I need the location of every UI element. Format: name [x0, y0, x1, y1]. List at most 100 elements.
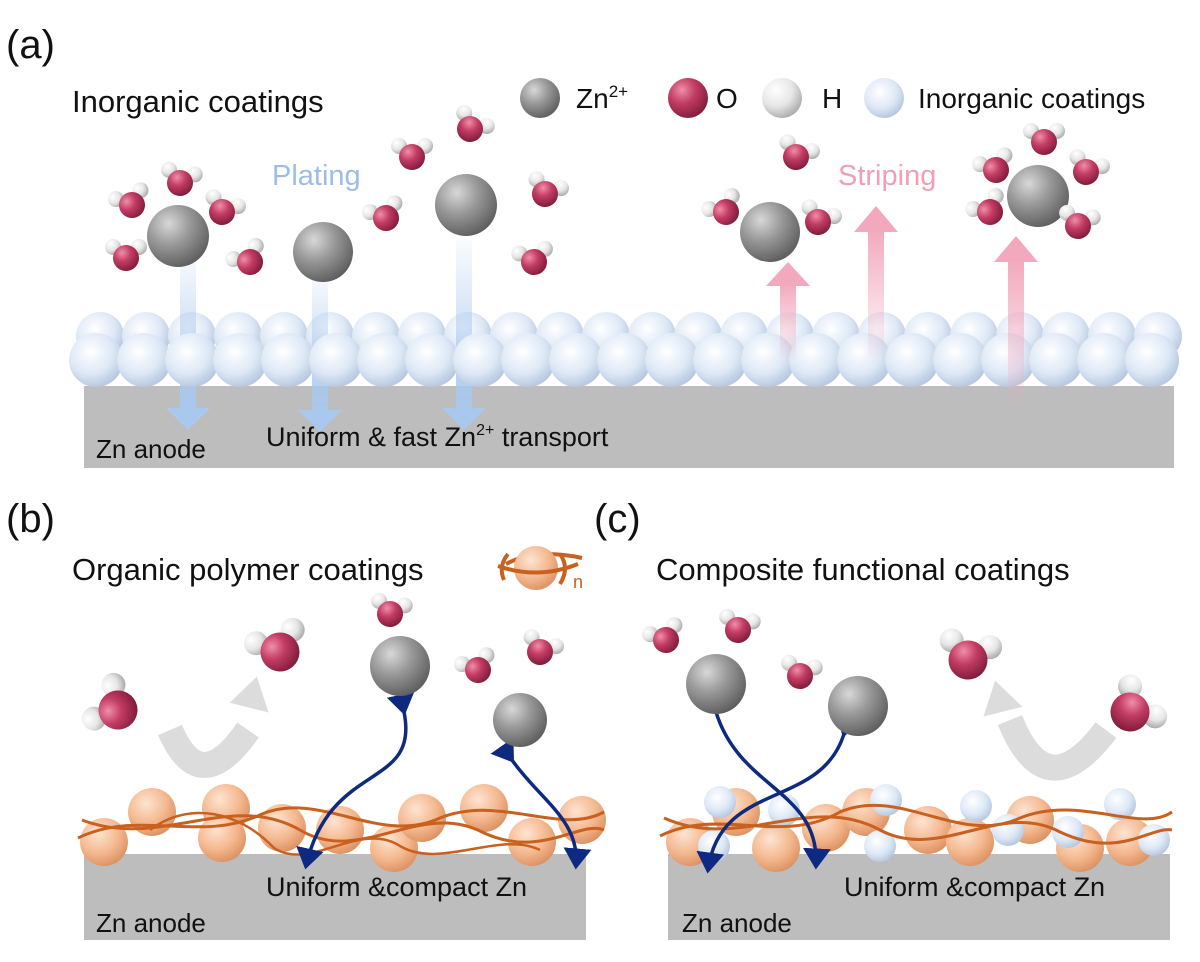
zinc-ion: [293, 222, 353, 282]
oxygen-atom: [119, 192, 145, 218]
inorganic-particle: [864, 830, 896, 862]
oxygen-atom: [653, 627, 679, 653]
zinc-ion: [370, 636, 430, 696]
panel-a-anode-label: Zn anode: [96, 434, 206, 464]
panel-a-title: Inorganic coatings: [72, 84, 324, 119]
oxygen-atom-icon: [668, 78, 708, 118]
water-molecule: [456, 104, 495, 142]
polymer-unit-icon: [497, 546, 583, 590]
water-molecule: [244, 617, 305, 672]
water-molecule: [105, 239, 147, 271]
oxygen-atom: [260, 632, 300, 672]
water-molecule: [225, 237, 264, 275]
panel-a: (a) Inorganic coatings Zn2+ O H Inorgani…: [6, 23, 1182, 468]
zinc-ion: [740, 202, 800, 262]
inorganic-coating-particle: [645, 333, 699, 387]
oxygen-atom: [725, 617, 751, 643]
panel-c-label: (c): [594, 497, 641, 541]
oxygen-atom: [805, 209, 831, 235]
water-molecule: [1059, 204, 1101, 239]
inorganic-coating-particle: [69, 333, 123, 387]
water-molecule: [81, 672, 138, 731]
water-molecule: [642, 617, 683, 653]
water-molecule: [781, 654, 823, 689]
oxygen-atom: [1065, 213, 1091, 239]
oxygen-atom: [209, 199, 235, 225]
inorganic-particle: [960, 790, 992, 822]
polymer-bead: [904, 806, 952, 854]
inorganic-coating-particle: [309, 333, 363, 387]
inorganic-coating-particle: [213, 333, 267, 387]
hydrogen-atom: [1118, 674, 1143, 699]
inorganic-coating-particle: [885, 333, 939, 387]
panel-b: (b) Organic polymer coatings n Uniform &…: [6, 497, 606, 940]
inorganic-coating-particle: [693, 333, 747, 387]
oxygen-atom: [787, 663, 813, 689]
inorganic-particle: [1104, 788, 1136, 820]
water-molecule: [965, 187, 1004, 225]
panel-a-zn-anode: [84, 386, 1174, 468]
water-molecule: [1023, 123, 1065, 155]
polymer-bead: [258, 804, 306, 852]
oxygen-atom: [527, 639, 553, 665]
inorganic-particle: [704, 786, 736, 818]
water-molecule: [939, 628, 1003, 680]
oxygen-atom: [373, 205, 399, 231]
inorganic-coating-particle: [405, 333, 459, 387]
oxygen-atom: [983, 157, 1009, 183]
plating-label: Plating: [272, 160, 361, 192]
panel-a-label: (a): [6, 23, 55, 67]
panel-a-transport-label: Uniform & fast Zn2+ transport: [266, 422, 609, 452]
water-molecule: [161, 161, 203, 196]
inorganic-coating-particle: [117, 333, 171, 387]
oxygen-atom: [465, 657, 491, 683]
oxygen-atom: [113, 245, 139, 271]
oxygen-atom: [399, 144, 425, 170]
oxygen-atom: [713, 199, 739, 225]
water-molecule: [205, 189, 246, 225]
legend-label-h: H: [822, 83, 842, 114]
oxygen-atom: [1110, 692, 1150, 732]
inorganic-coating-particle: [501, 333, 555, 387]
zinc-ion: [147, 205, 209, 267]
inorganic-particle: [1052, 816, 1084, 848]
inorganic-particle: [870, 784, 902, 816]
panel-b-ion-paths: [296, 692, 592, 870]
panel-c-anode-label: Zn anode: [682, 908, 792, 938]
oxygen-atom: [948, 640, 988, 680]
oxygen-atom: [1073, 159, 1099, 185]
panel-b-title: Organic polymer coatings: [72, 552, 424, 587]
legend-label-inorganic: Inorganic coatings: [918, 83, 1145, 114]
water-molecule: [528, 171, 569, 207]
water-molecule: [371, 592, 413, 627]
water-molecule: [801, 199, 842, 235]
panel-c-ion-paths: [696, 691, 863, 874]
oxygen-atom: [977, 199, 1003, 225]
water-molecule: [391, 138, 433, 170]
polymer-bead: [80, 818, 128, 866]
striping-arrows: [766, 206, 1038, 406]
polymer-bead: [946, 818, 994, 866]
water-molecule: [972, 147, 1013, 183]
polymer-bead: [316, 806, 364, 854]
water-molecule: [1110, 674, 1168, 732]
panel-b-deposit-label: Uniform &compact Zn: [266, 872, 527, 902]
water-molecule: [454, 647, 495, 683]
water-molecule: [719, 608, 761, 643]
water-molecule: [511, 240, 553, 275]
water-molecule: [108, 182, 149, 218]
polymer-subscript: n: [573, 572, 583, 592]
panel-b-hydrated-ions: [81, 592, 564, 747]
panel-c-hydrated-ions: [642, 608, 1168, 736]
inorganic-coating-particle: [1077, 333, 1131, 387]
inorganic-coating-particle: [357, 333, 411, 387]
oxygen-atom: [532, 181, 558, 207]
oxygen-atom: [521, 249, 547, 275]
oxygen-atom: [783, 144, 809, 170]
inorganic-coating-particle: [933, 333, 987, 387]
inorganic-particle-icon: [864, 78, 904, 118]
zinc-ion: [493, 693, 547, 747]
oxygen-atom: [167, 170, 193, 196]
